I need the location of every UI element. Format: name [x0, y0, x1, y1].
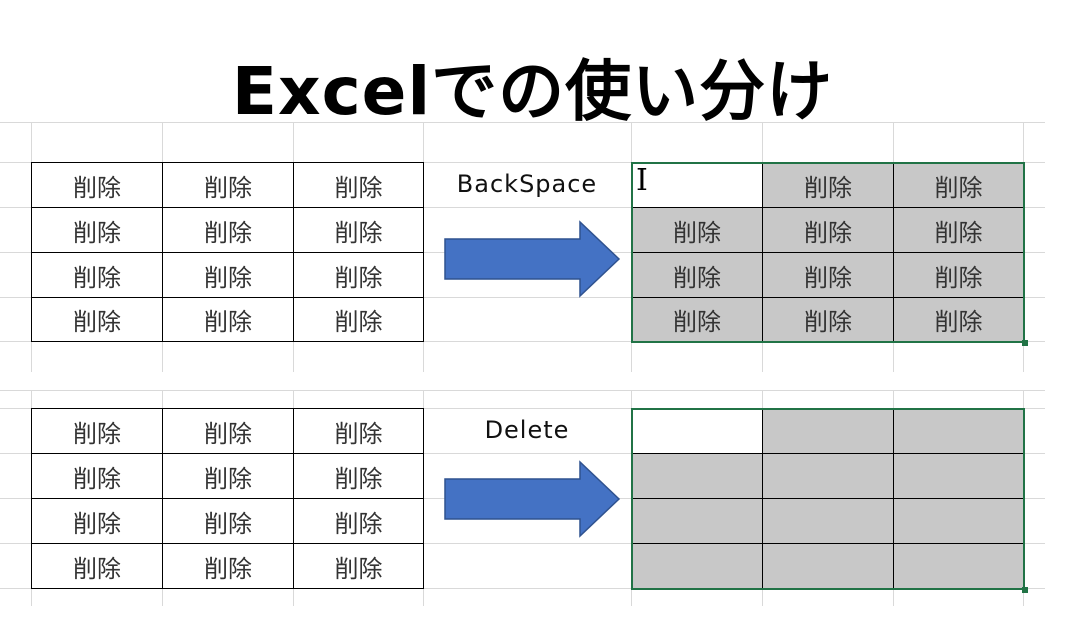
- result-cell[interactable]: [894, 499, 1023, 543]
- table-border: [31, 498, 424, 499]
- source-cell[interactable]: 削除: [163, 163, 293, 207]
- result-cell[interactable]: 削除: [894, 298, 1023, 341]
- table-border: [31, 341, 424, 342]
- text-cursor-icon: I: [636, 163, 648, 198]
- table-border: [31, 297, 424, 298]
- source-cell[interactable]: 削除: [294, 163, 423, 207]
- table-border: [631, 252, 1023, 253]
- gridline: [0, 207, 1045, 208]
- table-border: [162, 162, 163, 342]
- gridline: [0, 408, 1045, 409]
- source-cell[interactable]: 削除: [294, 544, 423, 588]
- result-cell[interactable]: [763, 454, 893, 498]
- table-border: [631, 207, 1023, 208]
- result-cell[interactable]: [763, 544, 893, 588]
- fill-handle[interactable]: [1022, 340, 1028, 346]
- table-border: [893, 408, 894, 588]
- right-arrow-icon: [444, 460, 621, 538]
- selection-range[interactable]: [631, 162, 1025, 343]
- result-cell[interactable]: 削除: [763, 298, 893, 341]
- table-border: [293, 162, 294, 342]
- result-cell[interactable]: [632, 544, 762, 588]
- table-border: [631, 297, 1023, 298]
- gridline: [0, 122, 1045, 123]
- active-cell[interactable]: [632, 409, 762, 453]
- source-cell[interactable]: 削除: [294, 409, 423, 453]
- table-border: [31, 162, 424, 163]
- table-border: [31, 252, 424, 253]
- gridline: [0, 543, 1045, 544]
- source-cell[interactable]: 削除: [32, 298, 162, 341]
- source-cell[interactable]: 削除: [32, 409, 162, 453]
- page-title: Excelでの使い分け: [231, 53, 834, 130]
- result-cell[interactable]: 削除: [632, 298, 762, 341]
- result-cell[interactable]: 削除: [894, 163, 1023, 207]
- table-border: [162, 408, 163, 589]
- source-cell[interactable]: 削除: [163, 544, 293, 588]
- table-border: [31, 453, 424, 454]
- result-cell[interactable]: [894, 544, 1023, 588]
- table-border: [31, 408, 424, 409]
- source-cell[interactable]: 削除: [294, 298, 423, 341]
- result-cell[interactable]: [894, 454, 1023, 498]
- source-cell[interactable]: 削除: [32, 253, 162, 297]
- source-cell[interactable]: 削除: [294, 208, 423, 252]
- result-cell[interactable]: 削除: [894, 208, 1023, 252]
- source-cell[interactable]: 削除: [32, 454, 162, 498]
- table-border: [423, 408, 424, 589]
- table-border: [423, 162, 424, 342]
- source-cell[interactable]: 削除: [32, 499, 162, 543]
- gridline: [0, 341, 1045, 342]
- table-border: [762, 162, 763, 341]
- source-cell[interactable]: 削除: [163, 253, 293, 297]
- result-cell[interactable]: 削除: [632, 253, 762, 297]
- result-cell[interactable]: 削除: [763, 208, 893, 252]
- gridline: [0, 162, 1045, 163]
- table-border: [31, 162, 32, 342]
- source-cell[interactable]: 削除: [163, 409, 293, 453]
- source-cell[interactable]: 削除: [32, 163, 162, 207]
- table-border: [762, 408, 763, 588]
- result-cell[interactable]: 削除: [763, 253, 893, 297]
- source-cell[interactable]: 削除: [163, 499, 293, 543]
- result-cell[interactable]: [632, 499, 762, 543]
- fill-handle[interactable]: [1022, 587, 1028, 593]
- source-cell[interactable]: 削除: [294, 499, 423, 543]
- selection-range[interactable]: [631, 408, 1025, 590]
- source-cell[interactable]: 削除: [163, 454, 293, 498]
- gridline: [0, 453, 1045, 454]
- result-cell[interactable]: 削除: [632, 208, 762, 252]
- source-cell[interactable]: 削除: [294, 454, 423, 498]
- result-cell[interactable]: 削除: [894, 253, 1023, 297]
- key-label: Delete: [484, 416, 570, 444]
- result-cell[interactable]: [632, 454, 762, 498]
- table-border: [293, 408, 294, 589]
- right-arrow-icon: [444, 220, 621, 298]
- result-cell[interactable]: [894, 409, 1023, 453]
- active-cell[interactable]: [632, 163, 762, 207]
- table-border: [631, 498, 1023, 499]
- table-border: [893, 162, 894, 341]
- table-border: [631, 453, 1023, 454]
- key-label: BackSpace: [456, 170, 598, 198]
- source-cell[interactable]: 削除: [32, 208, 162, 252]
- gridline: [0, 297, 1045, 298]
- result-cell[interactable]: [763, 499, 893, 543]
- source-cell[interactable]: 削除: [294, 253, 423, 297]
- table-border: [31, 207, 424, 208]
- table-border: [31, 588, 424, 589]
- table-border: [31, 408, 32, 589]
- result-cell[interactable]: [763, 409, 893, 453]
- gridline: [0, 588, 1045, 589]
- table-border: [631, 543, 1023, 544]
- table-border: [31, 543, 424, 544]
- source-cell[interactable]: 削除: [163, 208, 293, 252]
- source-cell[interactable]: 削除: [163, 298, 293, 341]
- result-cell[interactable]: 削除: [763, 163, 893, 207]
- gridline: [0, 390, 1045, 391]
- source-cell[interactable]: 削除: [32, 544, 162, 588]
